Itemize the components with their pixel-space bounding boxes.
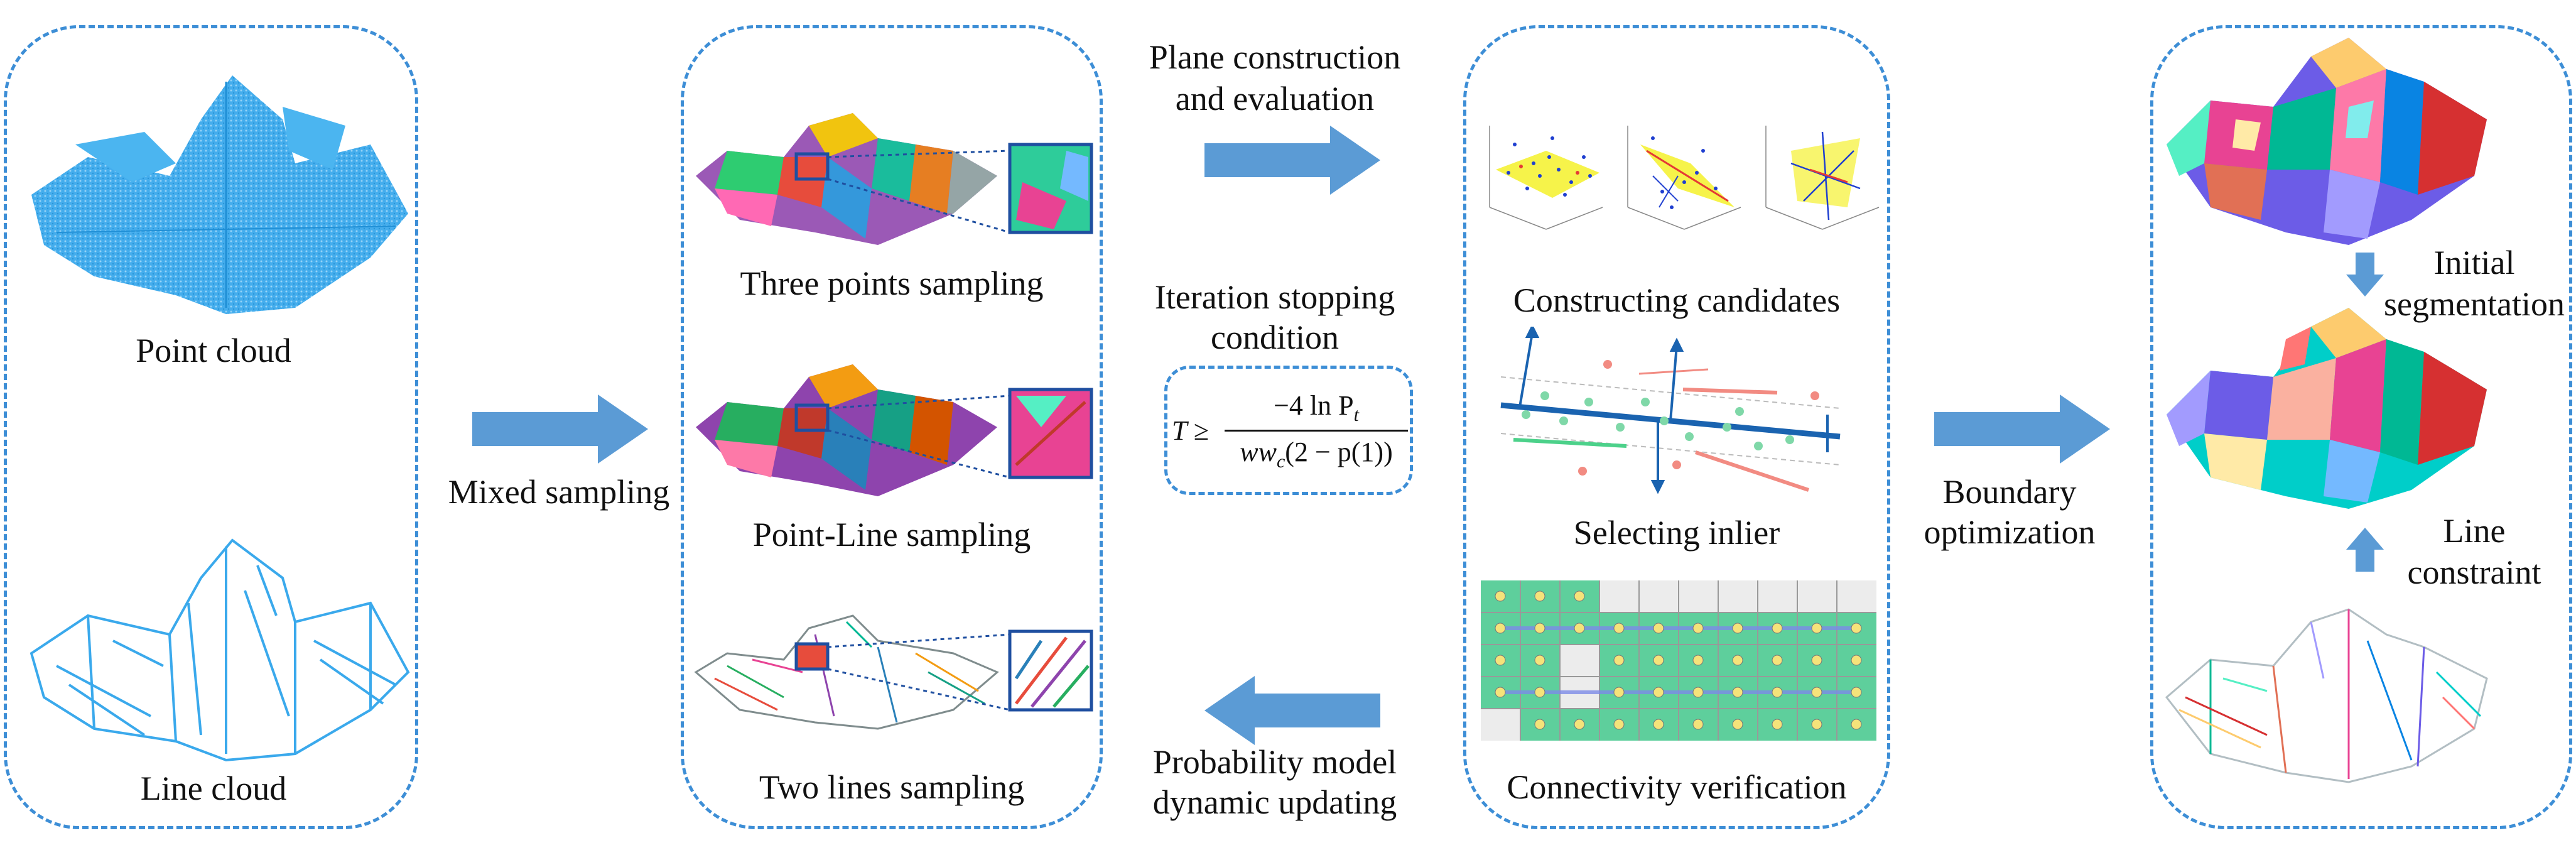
initial-down-arrow-icon [2346, 253, 2384, 297]
selecting-inlier-label: Selecting inlier [1573, 514, 1780, 552]
point-line-sampling-image [696, 364, 1093, 496]
two-lines-sampling-image [694, 614, 1093, 730]
boundary-optimization-label-line2: optimization [1924, 513, 2096, 551]
plane-construction-label-line2: and evaluation [1175, 80, 1375, 117]
constructing-candidates-label: Constructing candidates [1513, 281, 1841, 319]
boundary-optimization-label-line1: Boundary [1942, 473, 2077, 511]
candidate-plot-1 [1489, 126, 1603, 230]
boundary-optimization-arrow-icon [1934, 395, 2110, 464]
stopping-formula-box [1164, 366, 1413, 495]
three-points-sampling-label: Three points sampling [740, 264, 1044, 302]
output-panel [2150, 25, 2572, 829]
candidate-plot-2 [1627, 126, 1741, 230]
iteration-stopping-label-line2: condition [1211, 318, 1339, 356]
initial-label-line2: segmentation [2384, 285, 2565, 323]
probability-model-label-line1: Probability model [1152, 743, 1397, 781]
three-points-sampling-image [696, 113, 1093, 245]
initial-segmentation-image [2167, 38, 2487, 245]
candidates-panel [1463, 25, 1890, 829]
mixed-sampling-arrow-icon [472, 395, 648, 464]
probability-model-label-line2: dynamic updating [1152, 783, 1397, 821]
selecting-inlier-image [1500, 327, 1841, 494]
two-lines-sampling-label: Two lines sampling [759, 768, 1025, 806]
input-panel [4, 25, 418, 829]
connectivity-grid [1481, 580, 1876, 741]
point-cloud-label: Point cloud [136, 332, 291, 369]
colored-line-cloud-image [2165, 608, 2488, 783]
line-cloud-label: Line cloud [140, 770, 287, 807]
formula-fraction-bar [1225, 430, 1408, 432]
point-line-sampling-label: Point-Line sampling [752, 516, 1031, 553]
initial-label-line1: Initial [2433, 244, 2515, 281]
refined-segmentation-image [2167, 308, 2487, 509]
candidate-plot-3 [1765, 126, 1880, 230]
formula-numerator: −4 ln Pt [1274, 390, 1359, 425]
plane-construction-label-line1: Plane construction [1149, 38, 1401, 76]
plane-construction-arrow-icon [1204, 126, 1380, 195]
stopping-formula: T ≥ −4 ln Pt wwc(2 − p(1)) [1172, 383, 1410, 477]
iteration-stopping-label-line1: Iteration stopping [1154, 278, 1395, 316]
line-constraint-label-line2: constraint [2407, 553, 2541, 591]
connectivity-verification-label: Connectivity verification [1507, 768, 1847, 806]
line-constraint-up-arrow-icon [2346, 528, 2384, 572]
probability-update-arrow-icon [1204, 676, 1380, 745]
sampling-panel [681, 25, 1103, 829]
line-cloud-image [30, 538, 410, 762]
point-cloud-image [31, 75, 408, 314]
mixed-sampling-label: Mixed sampling [448, 473, 670, 511]
line-constraint-label-line1: Line [2443, 512, 2506, 550]
formula-denominator: wwc(2 − p(1)) [1240, 437, 1393, 472]
formula-lhs: T ≥ [1172, 415, 1209, 446]
